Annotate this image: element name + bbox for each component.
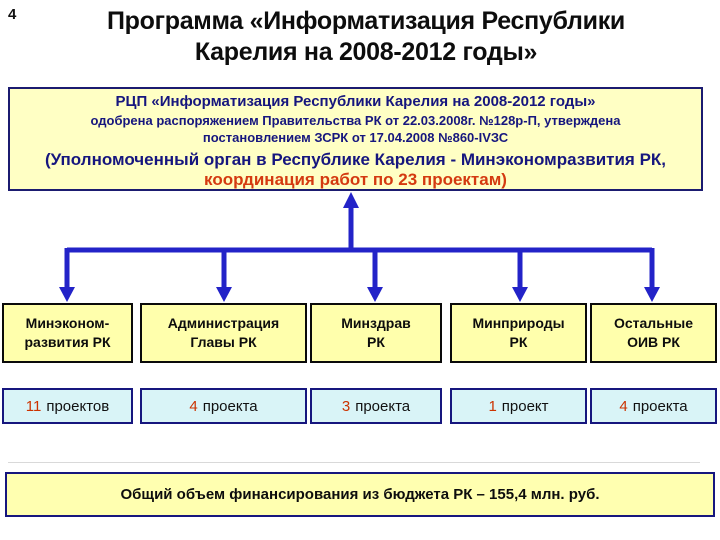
projects-label: проектов — [46, 397, 110, 415]
projects-count: 4 — [189, 397, 198, 415]
coordination-text: координация работ по 23 проектам) — [204, 170, 507, 189]
page-number: 4 — [8, 6, 17, 23]
projects-box-2: 4 проекта — [140, 388, 307, 424]
slide-title: Программа «Информатизация Республики Кар… — [107, 7, 625, 66]
down-arrow-head — [367, 287, 383, 302]
down-arrow-head — [59, 287, 75, 302]
org-box-administratsiya-glavy: Администрация Главы РК — [140, 303, 307, 363]
projects-count: 3 — [341, 397, 351, 415]
down-arrow-head — [216, 287, 232, 302]
authorized-body-text: (Уполномоченный орган в Республике Карел… — [44, 150, 667, 169]
projects-box-5: 4 проекта — [590, 388, 717, 424]
projects-label: проекта — [355, 397, 411, 415]
projects-box-4: 1 проект — [450, 388, 587, 424]
org-box-ostalnye-oiv: Остальные ОИВ РК — [590, 303, 717, 363]
divider-line — [8, 462, 700, 463]
projects-label: проекта — [632, 397, 688, 415]
down-arrow-head — [644, 287, 660, 302]
program-info-box: РЦП «Информатизация Республики Карелия н… — [8, 87, 703, 191]
arrow-tree — [59, 192, 660, 302]
down-arrow-head — [512, 287, 528, 302]
up-arrow-head — [343, 192, 359, 208]
org-box-minekonomrazvitiya: Минэконом- развития РК — [2, 303, 133, 363]
projects-count: 4 — [619, 397, 628, 415]
connector-arrows — [59, 192, 660, 302]
projects-label: проект — [501, 397, 549, 415]
projects-box-1: 11 проектов — [2, 388, 133, 424]
total-funding-text: Общий объем финансирования из бюджета РК… — [120, 486, 600, 503]
projects-label: проекта — [202, 397, 258, 415]
projects-count: 11 — [25, 397, 42, 415]
org-box-minprirody: Минприроды РК — [450, 303, 587, 363]
program-heading: РЦП «Информатизация Республики Карелия н… — [115, 93, 596, 110]
projects-count: 1 — [488, 397, 497, 415]
projects-box-3: 3 проекта — [310, 388, 442, 424]
program-approval-text: одобрена распоряжением Правительства РК … — [90, 113, 621, 145]
org-box-minzdrav: Минздрав РК — [310, 303, 442, 363]
total-funding-box: Общий объем финансирования из бюджета РК… — [5, 472, 715, 517]
